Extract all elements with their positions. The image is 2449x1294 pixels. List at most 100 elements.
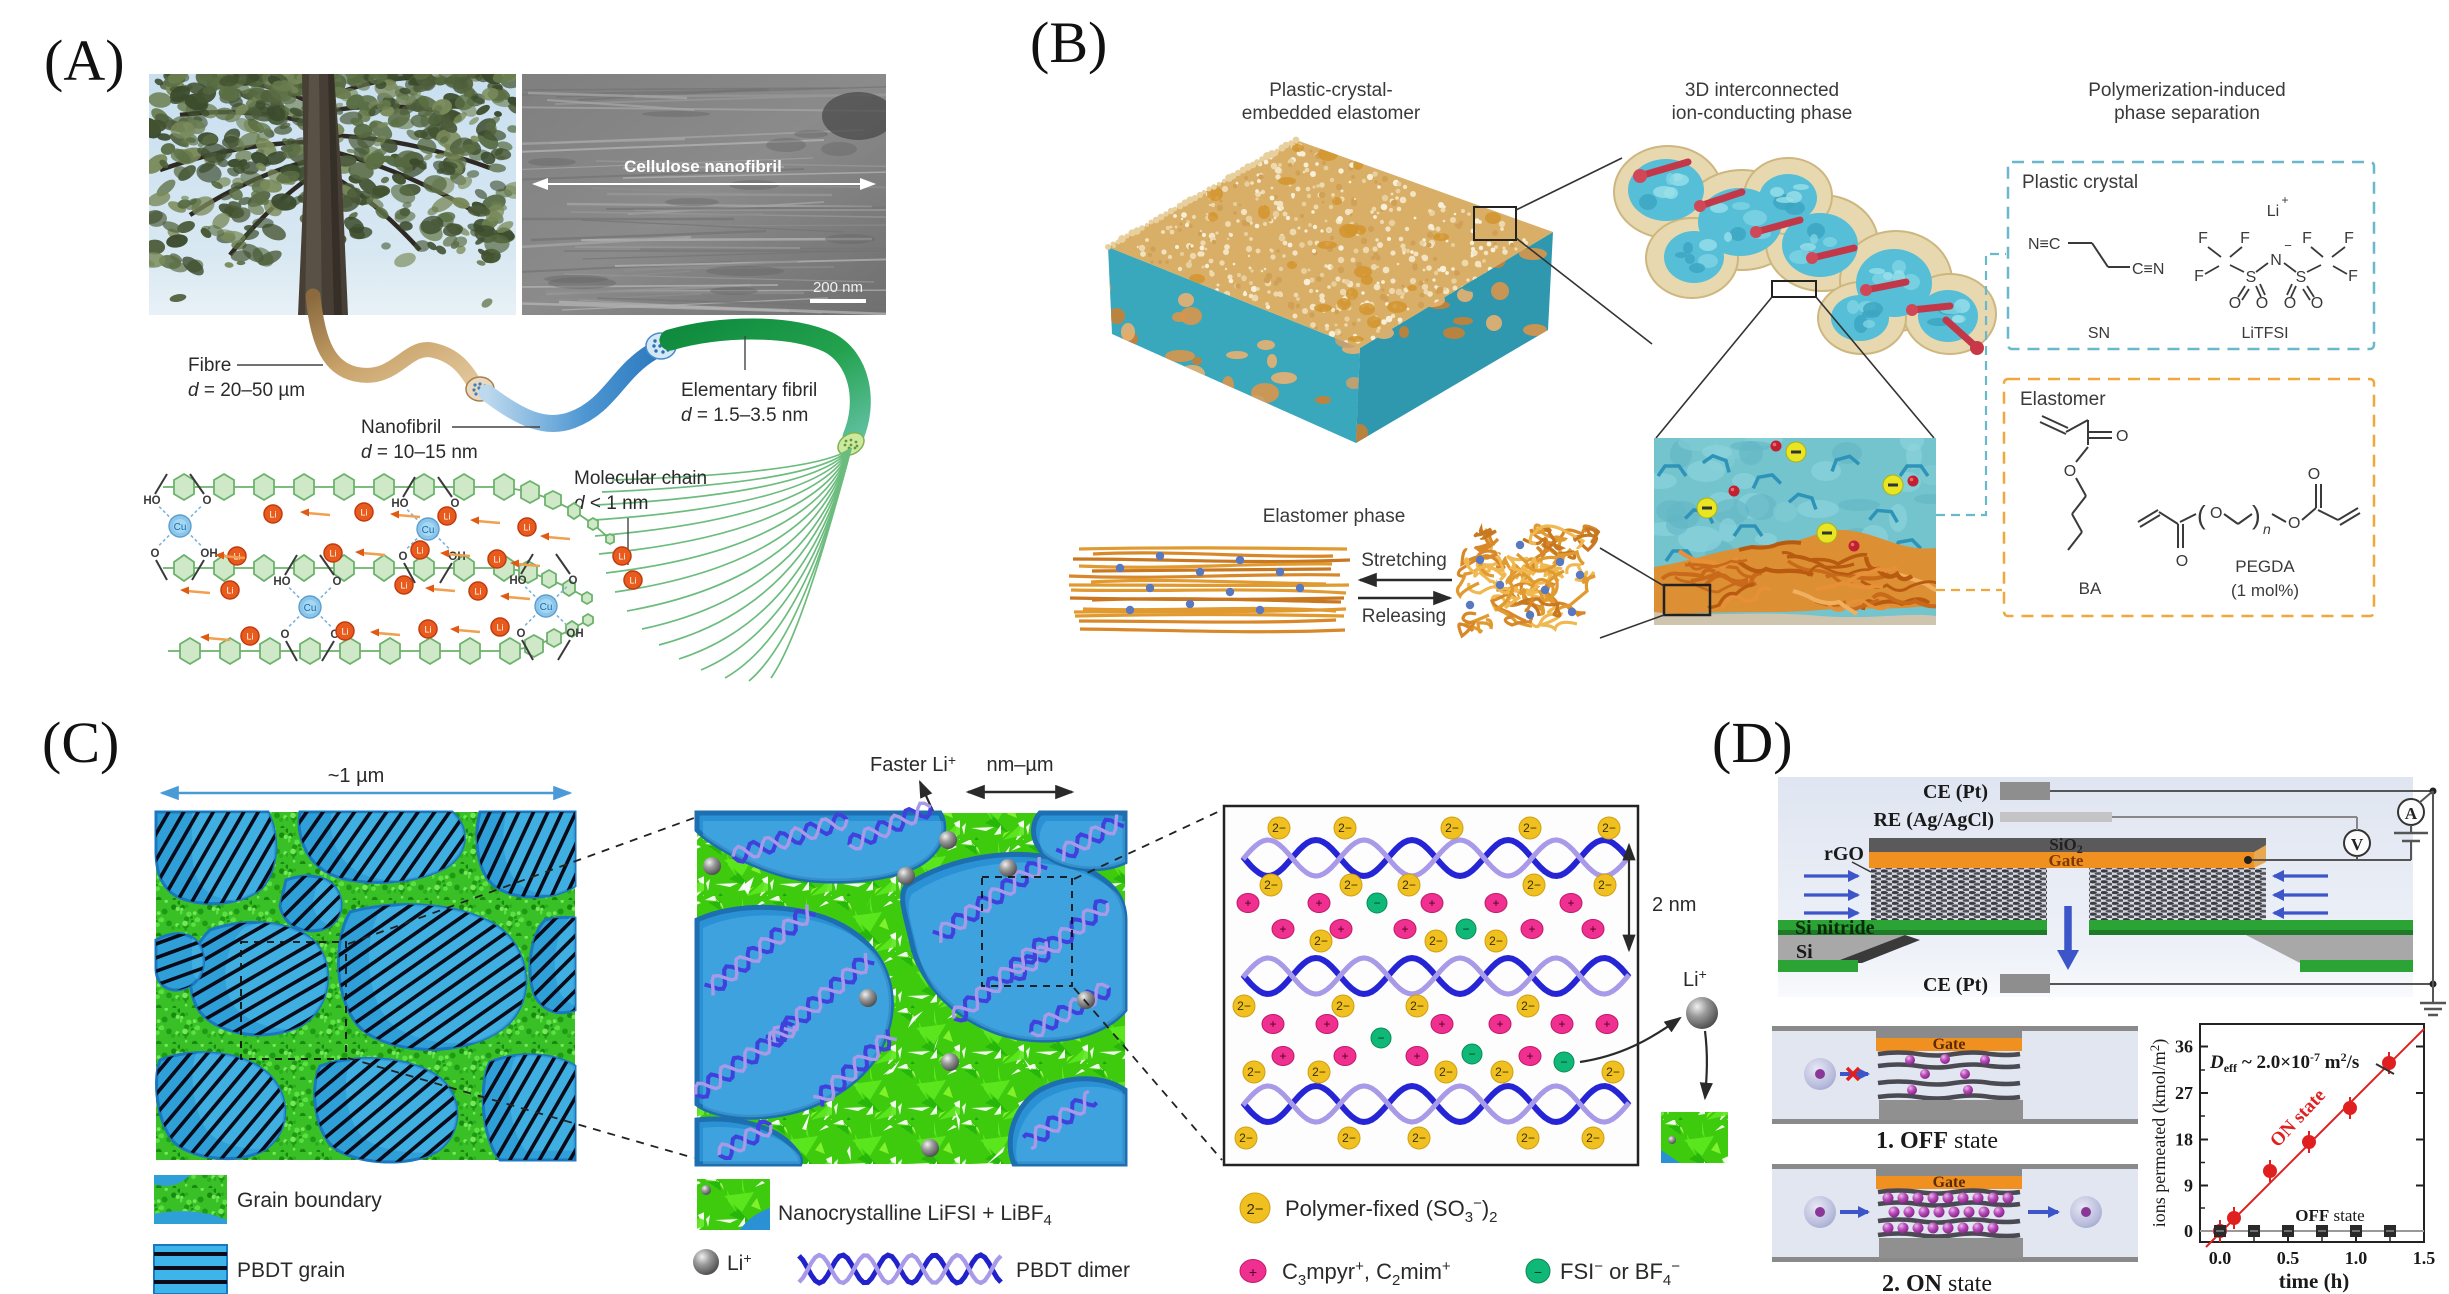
svg-text:2−: 2−: [1410, 999, 1424, 1013]
svg-text:+: +: [1567, 896, 1574, 910]
svg-text:9: 9: [2184, 1176, 2193, 1196]
svg-text:+: +: [1492, 896, 1499, 910]
svg-text:2−: 2−: [1344, 878, 1358, 892]
svg-text:2−: 2−: [1247, 1065, 1261, 1079]
svg-text:d = 20–50 µm: d = 20–50 µm: [188, 380, 305, 401]
svg-text:O: O: [281, 629, 290, 641]
svg-text:Li: Li: [226, 586, 233, 596]
svg-text:+: +: [1279, 1049, 1286, 1063]
svg-text:embedded elastomer: embedded elastomer: [1242, 103, 1421, 124]
svg-text:PBDT grain: PBDT grain: [237, 1259, 345, 1282]
svg-text:RE (Ag/AgCl): RE (Ag/AgCl): [1873, 809, 1994, 831]
svg-text:2. ON state: 2. ON state: [1882, 1271, 1992, 1294]
svg-text:Li: Li: [496, 623, 503, 633]
svg-text:S: S: [2246, 269, 2257, 286]
svg-text:F: F: [2240, 230, 2250, 247]
svg-text:+: +: [1438, 1017, 1445, 1031]
svg-text:2−: 2−: [1312, 1065, 1326, 1079]
svg-text:(C): (C): [42, 710, 119, 775]
svg-text:HO: HO: [509, 575, 526, 587]
svg-text:+: +: [1589, 922, 1596, 936]
svg-text:Li: Li: [360, 508, 367, 518]
svg-text:(1 mol%): (1 mol%): [2231, 581, 2299, 600]
svg-text:S: S: [2296, 269, 2307, 286]
svg-text:Nanocrystalline LiFSI + LiBF4: Nanocrystalline LiFSI + LiBF4: [778, 1202, 1052, 1229]
svg-text:phase separation: phase separation: [2114, 103, 2260, 124]
svg-text:Faster Li+: Faster Li+: [870, 752, 956, 776]
svg-text:0.0: 0.0: [2209, 1248, 2232, 1268]
svg-text:+: +: [1413, 1049, 1420, 1063]
svg-text:Grain boundary: Grain boundary: [237, 1189, 382, 1212]
svg-text:C≡N: C≡N: [2132, 261, 2164, 278]
svg-text:Plastic crystal: Plastic crystal: [2022, 172, 2138, 193]
svg-text:Molecular chain: Molecular chain: [574, 468, 707, 489]
svg-text:3D interconnected: 3D interconnected: [1685, 80, 1839, 101]
svg-text:O: O: [2308, 466, 2320, 483]
svg-text:2−: 2−: [1246, 1201, 1263, 1218]
svg-text:2−: 2−: [1429, 934, 1443, 948]
svg-text:Si nitride: Si nitride: [1795, 917, 1875, 939]
svg-text:Elastomer phase: Elastomer phase: [1263, 506, 1406, 527]
svg-text:Li: Li: [474, 587, 481, 597]
svg-text:−: −: [1560, 1055, 1567, 1069]
svg-text:−: −: [1462, 922, 1469, 936]
svg-text:V: V: [2351, 835, 2364, 854]
svg-text:FSI− or BF4−: FSI− or BF4−: [1560, 1258, 1680, 1289]
svg-text:2 nm: 2 nm: [1652, 894, 1696, 916]
svg-text:ion-conducting phase: ion-conducting phase: [1672, 103, 1853, 124]
svg-text:Li: Li: [493, 555, 500, 565]
svg-text:Fibre: Fibre: [188, 355, 231, 376]
svg-text:Li: Li: [341, 627, 348, 637]
svg-text:Cellulose nanofibril: Cellulose nanofibril: [624, 157, 782, 176]
svg-text:O: O: [451, 498, 460, 510]
svg-text:d = 10–15 nm: d = 10–15 nm: [361, 442, 478, 463]
svg-text:Cu: Cu: [422, 525, 435, 536]
svg-text:O: O: [2116, 428, 2128, 445]
svg-text:ions permeated (kmol/m2): ions permeated (kmol/m2): [2147, 1039, 2170, 1227]
svg-text:Cu: Cu: [304, 603, 317, 614]
svg-text:O: O: [2064, 463, 2076, 480]
svg-text:time (h): time (h): [2279, 1269, 2350, 1293]
svg-text:O: O: [2288, 515, 2300, 532]
svg-text:OH: OH: [448, 551, 465, 563]
svg-text:36: 36: [2175, 1037, 2193, 1057]
svg-text:HO: HO: [143, 495, 160, 507]
svg-text:2−: 2−: [1272, 821, 1286, 835]
svg-text:Plastic-crystal-: Plastic-crystal-: [1269, 80, 1393, 101]
svg-text:2−: 2−: [1527, 878, 1541, 892]
svg-text:−: −: [2284, 238, 2292, 253]
svg-text:Cu: Cu: [540, 602, 553, 613]
svg-text:O: O: [151, 548, 160, 560]
svg-text:Gate: Gate: [2049, 851, 2084, 870]
svg-text:d < 1 nm: d < 1 nm: [574, 493, 648, 514]
svg-text:+: +: [2281, 193, 2288, 207]
svg-text:1.5: 1.5: [2413, 1248, 2436, 1268]
svg-text:2−: 2−: [1521, 1131, 1535, 1145]
svg-text:+: +: [1496, 1017, 1503, 1031]
svg-text:Li: Li: [416, 546, 423, 556]
svg-text:2−: 2−: [1342, 1131, 1356, 1145]
svg-text:+: +: [1323, 1017, 1330, 1031]
svg-text:(: (: [2197, 500, 2206, 530]
svg-text:O: O: [569, 575, 578, 587]
svg-text:2−: 2−: [1495, 1065, 1509, 1079]
svg-text:Li+: Li+: [1683, 966, 1707, 991]
svg-text:+: +: [1315, 896, 1322, 910]
svg-text:PEGDA: PEGDA: [2235, 557, 2295, 576]
svg-text:+: +: [1603, 1017, 1610, 1031]
svg-text:2−: 2−: [1402, 878, 1416, 892]
svg-text:Li: Li: [400, 581, 407, 591]
svg-text:2−: 2−: [1338, 821, 1352, 835]
svg-text:n: n: [2263, 521, 2271, 537]
svg-text:1.0: 1.0: [2345, 1248, 2368, 1268]
svg-text:+: +: [1249, 1264, 1257, 1280]
svg-text:−: −: [1468, 1047, 1475, 1061]
svg-text:Si: Si: [1796, 941, 1813, 963]
svg-text:Li: Li: [2267, 203, 2279, 220]
svg-text:+: +: [1558, 1017, 1565, 1031]
svg-text:HO: HO: [391, 498, 408, 510]
svg-text:−: −: [1373, 896, 1380, 910]
svg-text:200 nm: 200 nm: [813, 279, 863, 296]
svg-text:F: F: [2348, 268, 2358, 285]
svg-text:2−: 2−: [1264, 878, 1278, 892]
